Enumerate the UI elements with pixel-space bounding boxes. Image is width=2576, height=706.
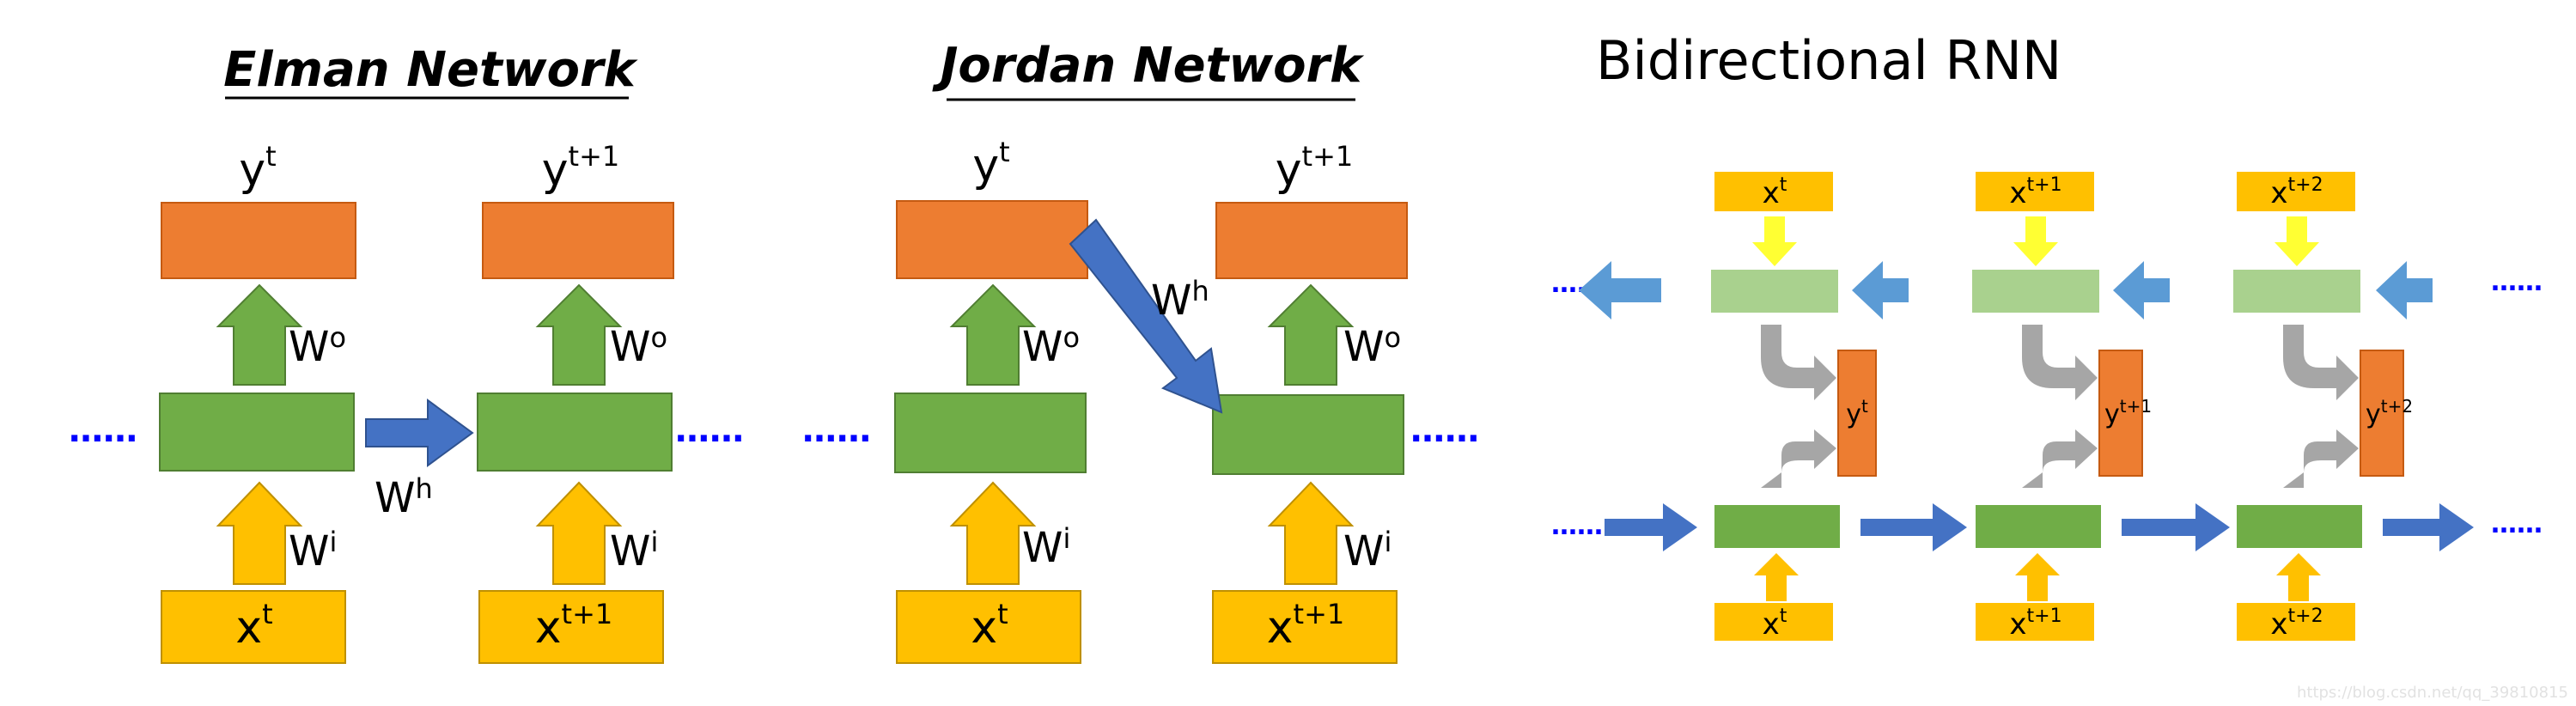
curved-arrow-icon bbox=[2022, 325, 2098, 400]
right-arrow-icon bbox=[1605, 503, 1697, 551]
birnn-forward-hidden-box-t1 bbox=[1976, 505, 2101, 548]
curved-arrow-icon bbox=[2283, 429, 2359, 488]
elman-output-label-t1: yt+1 bbox=[542, 140, 620, 196]
up-arrow-icon bbox=[216, 481, 303, 585]
jordan-dots-left: …… bbox=[802, 411, 871, 450]
birnn-forward-hidden-box-t2 bbox=[2237, 505, 2362, 548]
elman-network-panel: Elman Network yt Wo Wi xt yt+1 Wo Wi xt+… bbox=[69, 42, 744, 664]
jordan-wh-label: Wh bbox=[1151, 275, 1209, 325]
birnn-bottom-input-box-t2 bbox=[2237, 603, 2355, 641]
jordan-title: Jordan Network bbox=[932, 38, 1366, 94]
jordan-output-label-t: yt bbox=[972, 136, 1009, 192]
birnn-backward-hidden-box-t2 bbox=[2233, 270, 2360, 313]
birnn-output-label-t1: yt+1 bbox=[2104, 396, 2152, 429]
up-arrow-icon bbox=[1267, 283, 1355, 386]
elman-input-box-t1 bbox=[478, 590, 664, 664]
jordan-input-box-t bbox=[896, 590, 1081, 664]
jordan-input-label-t: xt bbox=[971, 598, 1008, 654]
jordan-hidden-box-t bbox=[894, 393, 1087, 473]
birnn-bottom-input-label-t2: xt+2 bbox=[2270, 606, 2323, 642]
down-arrow-icon bbox=[2275, 216, 2319, 266]
jordan-input-box-t1 bbox=[1212, 590, 1398, 664]
up-arrow-icon bbox=[2015, 553, 2060, 601]
birnn-bottom-input-box-t1 bbox=[1976, 603, 2094, 641]
birnn-bottom-input-box-t bbox=[1714, 603, 1833, 641]
birnn-top-input-label-t2: xt+2 bbox=[2270, 174, 2323, 210]
up-arrow-icon bbox=[2276, 553, 2321, 601]
jordan-network-panel: Jordan Network yt Wo Wi xt yt+1 Wo Wi xt… bbox=[802, 38, 1479, 664]
elman-output-box-t1 bbox=[482, 202, 674, 279]
elman-output-box-t bbox=[161, 202, 356, 279]
left-arrow-icon bbox=[1852, 261, 1909, 320]
elman-hidden-box-t1 bbox=[477, 393, 673, 472]
jordan-wi-label-t1: Wi bbox=[1343, 526, 1392, 575]
birnn-output-label-t: yt bbox=[1846, 396, 1868, 429]
down-arrow-icon bbox=[2013, 216, 2058, 266]
curved-arrow-icon bbox=[1761, 325, 1836, 400]
elman-input-box-t bbox=[161, 590, 346, 664]
right-arrow-icon bbox=[365, 399, 474, 467]
elman-output-label-t: yt bbox=[239, 140, 276, 196]
up-arrow-icon bbox=[949, 283, 1037, 386]
jordan-wo-label-t: Wo bbox=[1022, 321, 1080, 371]
elman-input-label-t1: xt+1 bbox=[535, 598, 613, 654]
birnn-top-input-box-t bbox=[1714, 172, 1833, 211]
curved-arrow-icon bbox=[2283, 325, 2359, 400]
birnn-output-box-t bbox=[1837, 350, 1877, 477]
right-arrow-icon bbox=[1860, 503, 1967, 551]
birnn-backward-hidden-box-t bbox=[1711, 270, 1838, 313]
up-arrow-icon bbox=[949, 481, 1037, 585]
elman-title: Elman Network bbox=[223, 42, 638, 98]
jordan-output-label-t1: yt+1 bbox=[1276, 140, 1354, 196]
up-arrow-icon bbox=[216, 283, 303, 386]
curved-arrow-icon bbox=[2022, 429, 2098, 488]
up-arrow-icon bbox=[1754, 553, 1799, 601]
birnn-output-box-t1 bbox=[2098, 350, 2143, 477]
birnn-forward-hidden-box-t bbox=[1714, 505, 1840, 548]
birnn-top-input-box-t2 bbox=[2237, 172, 2355, 211]
birnn-top-input-box-t1 bbox=[1976, 172, 2094, 211]
up-arrow-icon bbox=[535, 481, 623, 585]
jordan-wi-label-t: Wi bbox=[1022, 522, 1070, 572]
elman-wo-label-t: Wo bbox=[289, 321, 346, 371]
right-arrow-icon bbox=[2383, 503, 2474, 551]
jordan-wo-label-t1: Wo bbox=[1343, 321, 1401, 371]
left-arrow-icon bbox=[2376, 261, 2433, 320]
birnn-output-label-t2: yt+2 bbox=[2366, 396, 2413, 429]
jordan-hidden-box-t1 bbox=[1212, 394, 1404, 475]
jordan-output-box-t1 bbox=[1215, 202, 1408, 279]
curved-arrow-icon bbox=[1761, 429, 1836, 488]
elman-wh-label: Wh bbox=[375, 472, 433, 522]
watermark: https://blog.csdn.net/qq_39810815 bbox=[2297, 684, 2568, 702]
left-arrow-icon bbox=[2113, 261, 2170, 320]
right-arrow-icon bbox=[2122, 503, 2230, 551]
elman-hidden-box-t bbox=[159, 393, 355, 472]
elman-wo-label-t1: Wo bbox=[610, 321, 667, 371]
birnn-dots-bottom-right: …… bbox=[2491, 509, 2543, 539]
birnn-top-input-label-t: xt bbox=[1763, 174, 1787, 210]
up-arrow-icon bbox=[1267, 481, 1355, 585]
birnn-top-input-label-t1: xt+1 bbox=[2009, 174, 2061, 210]
jordan-output-box-t bbox=[896, 200, 1088, 279]
birnn-bottom-input-label-t1: xt+1 bbox=[2009, 606, 2061, 642]
birnn-dots-bottom-left: …… bbox=[1551, 511, 1603, 541]
diagonal-arrow-icon bbox=[1069, 218, 1223, 414]
birnn-title: Bidirectional RNN bbox=[1596, 29, 2061, 92]
jordan-input-label-t1: xt+1 bbox=[1267, 598, 1345, 654]
birnn-dots-top-right: …… bbox=[2491, 267, 2543, 297]
elman-wi-label-t: Wi bbox=[289, 526, 337, 575]
down-arrow-icon bbox=[1752, 216, 1797, 266]
up-arrow-icon bbox=[535, 283, 623, 386]
birnn-backward-hidden-box-t1 bbox=[1972, 270, 2099, 313]
birnn-output-box-t2 bbox=[2360, 350, 2404, 477]
birnn-bottom-input-label-t: xt bbox=[1763, 606, 1787, 642]
elman-input-label-t: xt bbox=[235, 598, 272, 654]
bidirectional-rnn-panel: Bidirectional RNN …… …… …… …… xt yt xt x… bbox=[1551, 29, 2543, 642]
jordan-dots-right: …… bbox=[1410, 411, 1479, 450]
left-arrow-icon bbox=[1579, 261, 1661, 320]
elman-dots-right: …… bbox=[675, 411, 744, 450]
elman-dots-left: …… bbox=[69, 411, 137, 450]
elman-wi-label-t1: Wi bbox=[610, 526, 658, 575]
